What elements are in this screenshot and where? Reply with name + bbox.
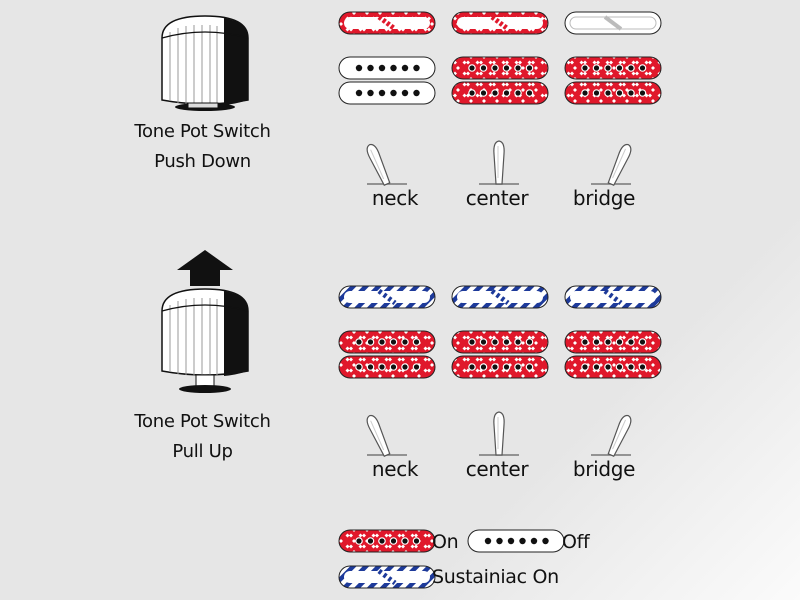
position-label-bridge: bridge — [572, 186, 636, 210]
humbucker-coil — [451, 81, 549, 105]
pickup-single-bridge — [564, 285, 662, 309]
caption-pull-up: Tone Pot Switch Pull Up — [100, 407, 305, 467]
humbucker-coil — [338, 56, 436, 80]
caption-line1: Tone Pot Switch — [134, 121, 271, 142]
caption-push-down: Tone Pot Switch Push Down — [100, 117, 305, 177]
humbucker-coil — [338, 330, 436, 354]
position-label-neck: neck — [371, 186, 419, 210]
caption-line1: Tone Pot Switch — [134, 411, 271, 432]
pickup-single-bridge — [564, 11, 662, 35]
switch-lever-neck-icon — [366, 143, 407, 186]
caption-line2: Pull Up — [172, 441, 233, 462]
caption-line2: Push Down — [154, 151, 251, 172]
switch-lever-center-icon — [479, 140, 519, 185]
humbucker-coil — [564, 330, 662, 354]
position-label-center: center — [465, 457, 529, 481]
legend-on-label: On — [432, 531, 459, 553]
pull-up-arrow-icon — [177, 250, 233, 286]
legend-sustainiac-sample — [338, 565, 436, 589]
pickup-single-center — [451, 11, 549, 35]
legend-sustainiac-label: Sustainiac On — [432, 566, 559, 588]
humbucker-coil — [564, 81, 662, 105]
humbucker-coil — [451, 330, 549, 354]
humbucker-coil — [564, 355, 662, 379]
switch-lever-bridge-icon — [591, 143, 632, 186]
humbucker-coil — [338, 355, 436, 379]
position-label-neck: neck — [371, 457, 419, 481]
legend-off-sample — [467, 529, 565, 553]
pickup-single-neck — [338, 285, 436, 309]
switch-lever-bridge-icon — [591, 414, 632, 457]
humbucker-coil — [451, 355, 549, 379]
humbucker-coil — [564, 56, 662, 80]
humbucker-coil — [338, 81, 436, 105]
pickup-single-neck — [338, 11, 436, 35]
legend-off-label: Off — [562, 531, 590, 553]
tone-knob-pull-up-icon — [161, 288, 249, 393]
position-label-bridge: bridge — [572, 457, 636, 481]
humbucker-coil — [451, 56, 549, 80]
switch-lever-neck-icon — [366, 414, 407, 457]
tone-knob-push-down-icon — [161, 15, 249, 111]
switch-lever-center-icon — [479, 411, 519, 456]
position-label-center: center — [465, 186, 529, 210]
pickup-single-center — [451, 285, 549, 309]
legend-on-sample — [338, 529, 436, 553]
